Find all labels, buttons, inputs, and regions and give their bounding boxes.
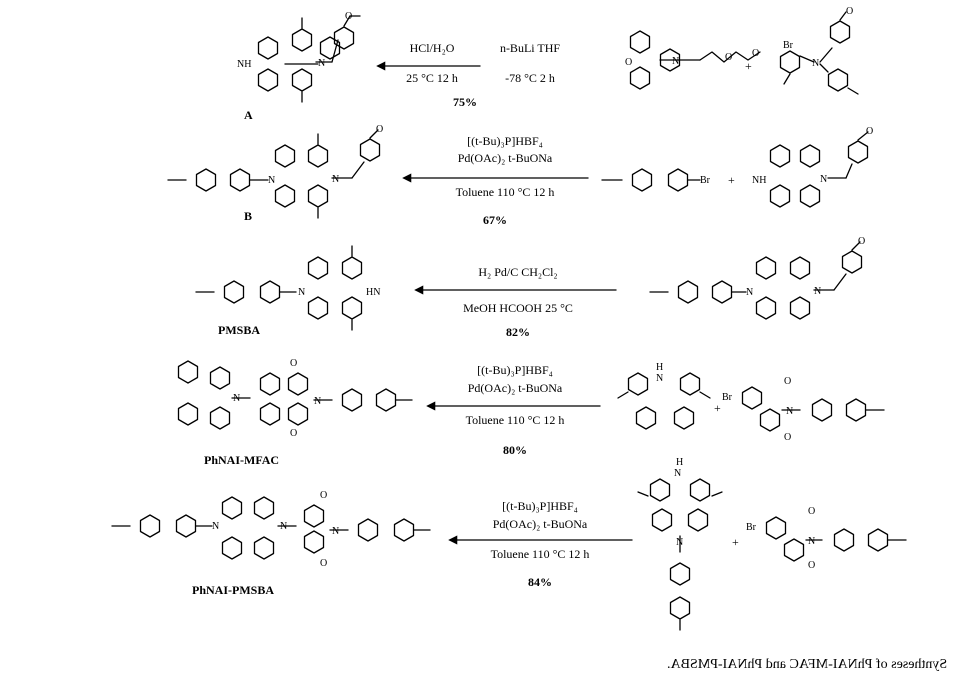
atom-n: N (318, 58, 325, 69)
row5-condition: Toluene 110 °C 12 h (491, 547, 590, 561)
row4-o-bottom: O (784, 432, 791, 443)
product-a-structure: N NH O (237, 11, 361, 103)
b-reactant-o: O (858, 236, 865, 247)
imide-o-top: O (290, 358, 297, 369)
imide-n: N (314, 396, 321, 407)
row4-reagent-2: Pd(OAc)₂ t-BuONa (468, 381, 563, 395)
b-reactant-n2: N (814, 286, 821, 297)
ether-o-2: O (752, 48, 759, 59)
row5-br: Br (746, 522, 757, 533)
phnai-pmsba-structure: N N N O O (111, 490, 431, 569)
row1-yield: 75% (453, 95, 477, 109)
row2-plus: + (728, 173, 735, 187)
p-o-bottom: O (320, 558, 327, 569)
atom-br: Br (783, 40, 794, 51)
row5-yield: 84% (528, 575, 552, 589)
row4-imide-n: N (786, 406, 793, 417)
phnai-mfac-structure: N N O O (177, 358, 413, 439)
row3-reagent: H₂ Pd/C CH₂Cl₂ (478, 265, 557, 279)
pmsba-reactant-n-bottom: N (676, 537, 683, 548)
reactant-n: N (820, 174, 827, 185)
b-n-right: N (332, 174, 339, 185)
b-reactant-n1: N (746, 287, 753, 298)
row4-reagent-1: [(t-Bu)₃P]HBF₄ (477, 363, 553, 377)
row3-yield: 82% (506, 325, 530, 339)
mfac-n: N (233, 393, 240, 404)
pmsba-label: PMSBA (218, 323, 260, 337)
acridone-n: N (672, 56, 679, 67)
row5-imide-n: N (808, 536, 815, 547)
row5-o-top: O (808, 506, 815, 517)
p-o-top: O (320, 490, 327, 501)
bromo-naphthalimide-structure-2: Br N O O (746, 506, 907, 571)
bromoaniline-structure: Br N O (779, 6, 859, 95)
phnai-mfac-label: PhNAI-MFAC (204, 453, 279, 467)
pmsba-structure: N HN (195, 245, 380, 331)
pmsba-reactant-structure: N N H (637, 457, 723, 631)
methoxy-o: O (846, 6, 853, 17)
pmsba-reactant-h: H (676, 457, 683, 468)
phnai-pmsba-label: PhNAI-PMSBA (192, 583, 274, 597)
ether-o-1: O (725, 52, 732, 63)
row1-reagent-1: n-BuLi THF (500, 41, 560, 55)
amine-n: N (812, 58, 819, 69)
row5-reagent-2: Pd(OAc)₂ t-BuONa (493, 517, 588, 531)
row-5: N N N O O PhNAI-PMSBA [(t-Bu)₃P]HBF₄ Pd(… (111, 457, 907, 631)
p-imide-n: N (332, 526, 339, 537)
row1-reagent-2: HCl/H₂O (410, 41, 455, 55)
row4-br: Br (722, 392, 733, 403)
row4-plus: + (714, 401, 721, 415)
mfac-h: H (656, 362, 663, 373)
b-n-left: N (268, 175, 275, 186)
pmsba-n: N (298, 287, 305, 298)
caption-text: Syntheses of PhNAI-MFAC and PhNAI-PMSBA. (666, 657, 947, 672)
row-3: N HN PMSBA H₂ Pd/C CH₂Cl₂ MeOH HCOOH 25 … (195, 236, 865, 339)
compound-a-reactant: NH N O (752, 126, 873, 208)
b-o: O (376, 124, 383, 135)
mfac-reactant-n: N (656, 373, 663, 384)
bromo-biphenyl-structure: Br (601, 168, 711, 192)
acridone-structure: O N O O (625, 30, 761, 90)
row-4: N N O O PhNAI-MFAC [(t-Bu)₃P]HBF₄ Pd(OAc… (177, 358, 885, 467)
p-n-right: N (280, 521, 287, 532)
row2-br: Br (700, 175, 711, 186)
row3-condition: MeOH HCOOH 25 °C (463, 301, 573, 315)
p-n-left: N (212, 521, 219, 532)
row2-yield: 67% (483, 213, 507, 227)
row2-condition: Toluene 110 °C 12 h (456, 185, 555, 199)
atom-nh: NH (237, 59, 251, 70)
row1-condition-2: 25 °C 12 h (406, 71, 458, 85)
imide-o-bottom: O (290, 428, 297, 439)
product-b-label: B (244, 209, 252, 223)
pmsba-reactant-n-top: N (674, 468, 681, 479)
row5-o-bottom: O (808, 560, 815, 571)
mfac-reactant: H N (617, 362, 711, 430)
reactant-o: O (866, 126, 873, 137)
row4-yield: 80% (503, 443, 527, 457)
row5-plus: + (732, 535, 739, 549)
row1-plus: + (745, 59, 752, 73)
row1-condition-1: -78 °C 2 h (505, 71, 555, 85)
compound-b-reactant: N N O (649, 236, 865, 320)
reactant-nh: NH (752, 175, 766, 186)
row-1: N NH O A n-BuLi THF HCl/H₂O -78 °C 2 h 2… (237, 6, 859, 122)
row2-reagent-2: Pd(OAc)₂ t-BuONa (458, 151, 553, 165)
row2-reagent-1: [(t-Bu)₃P]HBF₄ (467, 134, 543, 148)
atom-o: O (345, 11, 352, 22)
bromo-naphthalimide-structure: Br N O O (722, 376, 885, 443)
row4-o-top: O (784, 376, 791, 387)
row4-condition: Toluene 110 °C 12 h (466, 413, 565, 427)
carbonyl-o: O (625, 57, 632, 68)
product-b-structure: N N O (167, 124, 383, 219)
row5-reagent-1: [(t-Bu)₃P]HBF₄ (502, 499, 578, 513)
figure-caption: Syntheses of PhNAI-MFAC and PhNAI-PMSBA. (667, 657, 947, 673)
pmsba-hn: HN (366, 287, 380, 298)
product-a-label: A (244, 108, 253, 122)
row-2: N N O B [(t-Bu)₃P]HBF₄ Pd(OAc)₂ t-BuONa … (167, 124, 873, 227)
